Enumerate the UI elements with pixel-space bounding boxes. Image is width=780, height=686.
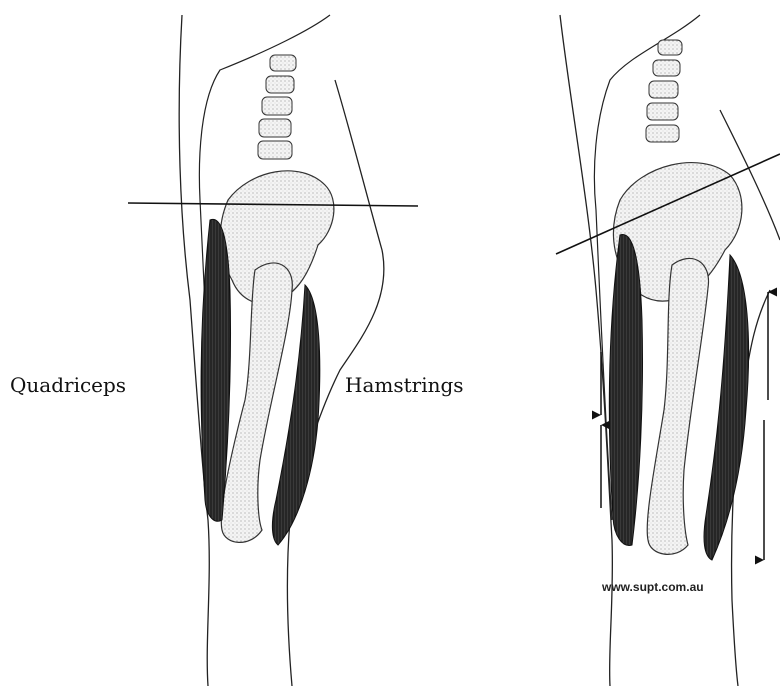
left-spine xyxy=(258,55,296,159)
right-quadriceps-muscle xyxy=(609,234,642,545)
right-hamstrings-muscle xyxy=(704,255,749,560)
watermark-url: www.supt.com.au xyxy=(601,580,704,594)
left-quadriceps-muscle xyxy=(201,219,230,521)
right-femur xyxy=(647,258,708,554)
left-figure-neutral xyxy=(128,15,418,686)
right-spine xyxy=(646,40,682,142)
quadriceps-label: Quadriceps xyxy=(10,373,126,397)
hamstrings-label: Hamstrings xyxy=(345,373,464,397)
